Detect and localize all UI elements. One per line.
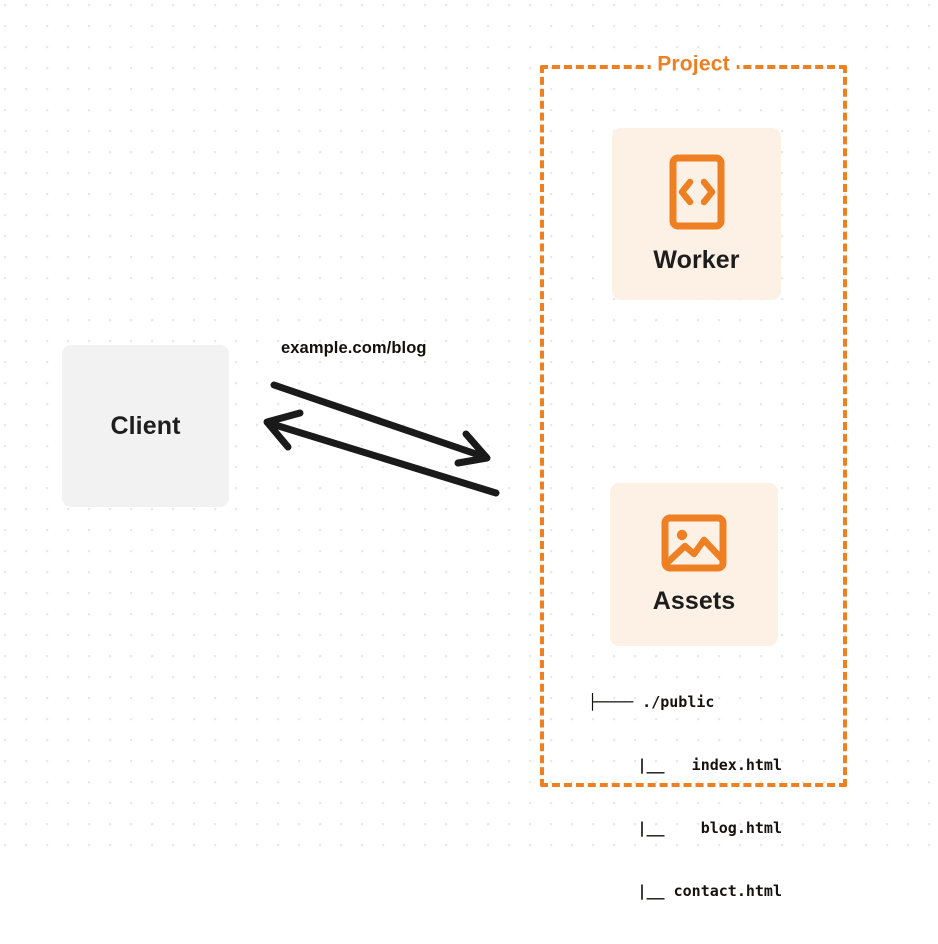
assets-file-tree: ├──── ./public |__ index.html |__ blog.h… [588,650,782,944]
file-tree-row: |__ contact.html [637,882,783,900]
assets-label: Assets [652,587,736,615]
image-icon [661,513,727,573]
request-arrow [270,381,491,467]
file-tree-row: |__ blog.html [637,819,783,837]
project-container: Project [540,52,847,787]
code-brackets-icon [669,154,725,230]
assets-card[interactable]: Assets [610,483,778,646]
project-title: Project [650,52,737,77]
file-tree-row: |__ index.html [637,756,783,774]
client-node[interactable]: Client [62,345,229,507]
file-tree-row: ├──── ./public [588,693,715,711]
client-label: Client [110,411,181,440]
response-arrow [263,409,500,497]
worker-card[interactable]: Worker [612,128,781,300]
request-url-label: example.com/blog [281,339,427,357]
diagram-canvas: Client example.com/blog Project Worker [0,0,938,900]
worker-label: Worker [653,245,740,274]
